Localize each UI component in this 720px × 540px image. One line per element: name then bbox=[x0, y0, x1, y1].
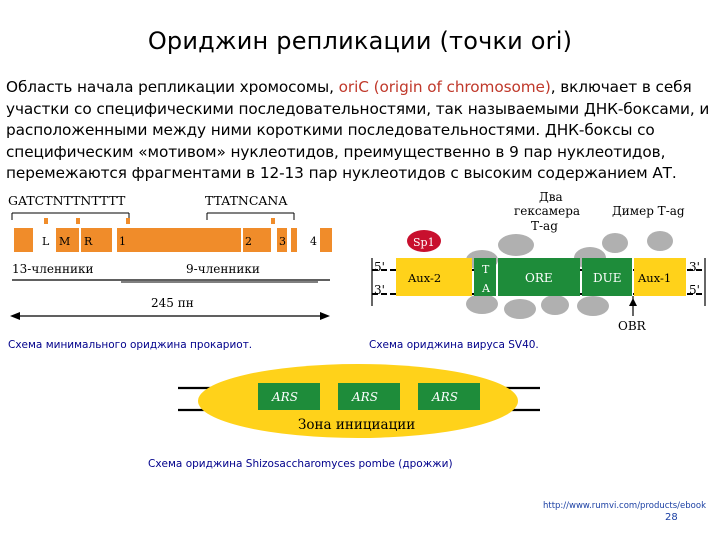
two-hexamers-label-2: гексамера bbox=[514, 204, 580, 218]
due-label: DUE bbox=[593, 271, 622, 285]
label-13mers: 13-членники bbox=[12, 262, 93, 276]
seq-left-label: GATCTNTTNTTTT bbox=[8, 193, 126, 208]
ars-box-1 bbox=[258, 383, 320, 410]
ore-label: ORE bbox=[525, 271, 553, 285]
ta-block bbox=[474, 258, 496, 296]
five-prime-right: 5' bbox=[689, 283, 700, 297]
box-3-label: 3 bbox=[279, 235, 286, 248]
source-url[interactable]: http://www.rumvi.com/products/ebook bbox=[542, 501, 706, 511]
tag-hexamer-2 bbox=[498, 234, 534, 256]
aux2-label: Aux-2 bbox=[407, 271, 441, 285]
aux1-label: Aux-1 bbox=[637, 271, 671, 285]
seq-right-label: TTATNCANA bbox=[205, 193, 288, 208]
ars-label-3: ARS bbox=[431, 390, 458, 404]
two-hexamers-label-1: Два bbox=[539, 190, 563, 204]
box-1 bbox=[117, 228, 241, 252]
box-2 bbox=[243, 228, 271, 252]
tag-dimer-2 bbox=[647, 231, 673, 251]
box-l-label: L bbox=[42, 235, 50, 248]
page-number: 28 bbox=[665, 512, 678, 523]
dimer-label: Димер Т-ag bbox=[612, 204, 685, 218]
sp1-label: Sp1 bbox=[413, 236, 435, 249]
t-label: T bbox=[482, 263, 490, 276]
tag-dimer-1 bbox=[602, 233, 628, 253]
ore-region bbox=[498, 258, 580, 296]
intro-paragraph: Область начала репликации хромосомы, ori… bbox=[6, 77, 716, 185]
box-3 bbox=[277, 228, 287, 252]
ars-label-2: ARS bbox=[351, 390, 378, 404]
slide-title: Ориджин репликации (точки ori) bbox=[147, 27, 573, 55]
box-r bbox=[81, 228, 112, 252]
sp1-protein bbox=[407, 230, 441, 252]
box-m bbox=[56, 228, 79, 252]
ars-label-1: ARS bbox=[271, 390, 298, 404]
paragraph-text-2: , включает в себя участки со специфическ… bbox=[6, 78, 710, 182]
initiation-zone-label: Зона инициации bbox=[298, 417, 415, 433]
two-hexamers-label-3: Т-ag bbox=[531, 219, 558, 233]
ars-box-3 bbox=[418, 383, 480, 410]
length-label: 245 пн bbox=[151, 296, 194, 310]
box-m-label: M bbox=[59, 235, 70, 248]
prokaryote-caption: Схема минимального ориджина прокариот. bbox=[8, 339, 253, 351]
box-4 bbox=[320, 228, 332, 252]
a-label: A bbox=[481, 282, 491, 295]
three-prime-left: 3' bbox=[374, 283, 385, 297]
label-9mers: 9-членники bbox=[186, 262, 260, 276]
box-r-label: R bbox=[84, 235, 93, 248]
box-l-left bbox=[14, 228, 33, 252]
paragraph-text-1: Область начала репликации хромосомы, bbox=[6, 78, 339, 96]
five-prime-left: 5' bbox=[374, 260, 385, 274]
aux1-region bbox=[634, 258, 686, 296]
three-prime-right: 3' bbox=[689, 260, 700, 274]
box-2-label: 2 bbox=[245, 235, 252, 248]
oric-highlight: oriC (origin of chromosome) bbox=[338, 78, 551, 96]
yeast-caption: Схема ориджина Shizosaccharomyces pombe … bbox=[148, 458, 453, 470]
aux2-region bbox=[396, 258, 472, 296]
ars-box-2 bbox=[338, 383, 400, 410]
sv40-caption: Схема ориджина вируса SV40. bbox=[369, 339, 539, 351]
box-1-label: 1 bbox=[119, 235, 126, 248]
due-region bbox=[582, 258, 632, 296]
obr-label: OBR bbox=[618, 319, 647, 333]
box-4-label: 4 bbox=[310, 235, 317, 248]
